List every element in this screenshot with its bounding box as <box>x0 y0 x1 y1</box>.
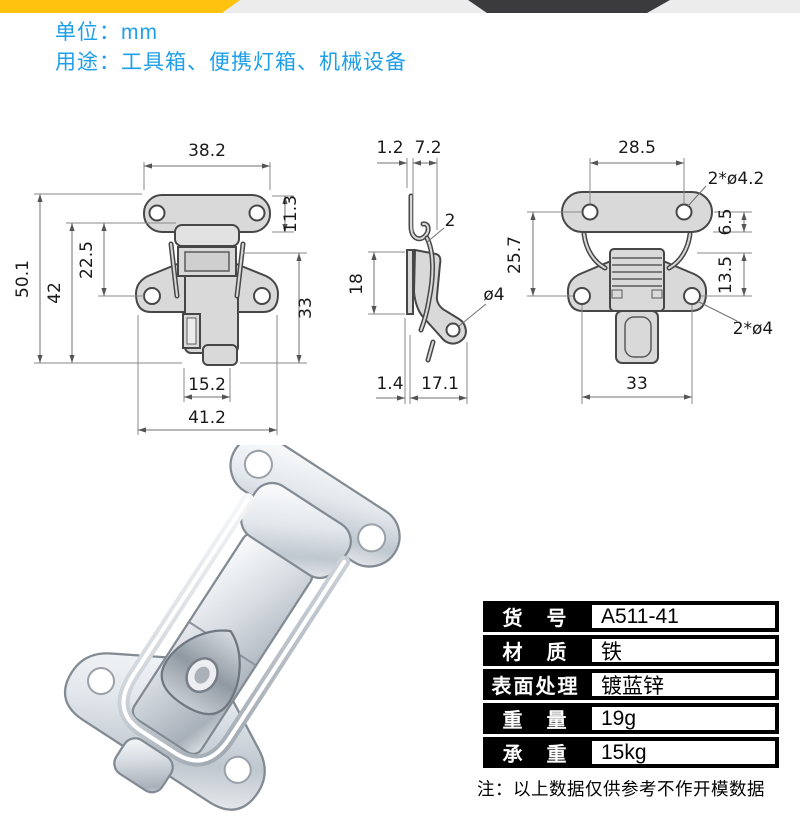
unit-line: 单位：mm <box>55 21 158 44</box>
table-row: 表面处理 镀蓝锌 <box>483 669 779 700</box>
technical-drawings: 38.2 11.3 50.1 42 22.5 33 15.2 <box>13 138 773 435</box>
usage-line: 用途：工具箱、便携灯箱、机械设备 <box>55 51 407 74</box>
dim-side-plate-thickness: 1.2 <box>376 138 403 158</box>
back-view-drawing: 28.5 2*ø4.2 6.5 13.5 25.7 2*ø4 33 <box>505 138 773 404</box>
dim-side-lug-hole: ø4 <box>483 285 504 305</box>
dim-side-depth: 17.1 <box>421 374 459 394</box>
table-row: 材 质 铁 <box>483 635 779 666</box>
top-banner <box>0 0 800 13</box>
table-row: 重 量 19g <box>483 703 779 734</box>
dim-back-top-hole-spacing: 28.5 <box>618 138 656 158</box>
dim-front-base-width: 41.2 <box>188 408 226 428</box>
dim-side-wire-diameter: 2 <box>445 211 456 231</box>
spec-value: A511-41 <box>588 601 779 632</box>
product-photo <box>63 445 401 811</box>
header-text-block: 单位：mm 用途：工具箱、便携灯箱、机械设备 <box>55 18 407 78</box>
spec-value: 铁 <box>588 635 779 666</box>
dim-front-body-height: 42 <box>45 282 65 304</box>
disclaimer-note: 注：以上数据仅供参考不作开模数据 <box>477 779 765 799</box>
dim-front-total-height: 50.1 <box>13 260 33 298</box>
dim-front-top-width: 38.2 <box>188 141 226 161</box>
dim-back-base-holes: 2*ø4 <box>733 319 774 339</box>
spec-label: 重 量 <box>483 703 588 734</box>
dim-back-base-top-to-hole: 13.5 <box>716 256 736 294</box>
dim-back-base-hole-spacing: 33 <box>626 374 648 394</box>
dim-front-pivot-to-hole: 22.5 <box>77 241 97 279</box>
dim-back-hole-distance: 25.7 <box>505 236 525 274</box>
banner-dark-stripe <box>468 0 670 13</box>
dim-front-plate-height: 11.3 <box>281 195 301 233</box>
dim-front-base-height: 33 <box>296 297 316 319</box>
spec-label: 货 号 <box>483 601 588 632</box>
spec-label: 材 质 <box>483 635 588 666</box>
banner-yellow-stripe <box>0 0 240 13</box>
spec-label: 承 重 <box>483 737 588 768</box>
spec-value: 15kg <box>588 737 779 768</box>
front-view-drawing: 38.2 11.3 50.1 42 22.5 33 15.2 <box>13 141 316 435</box>
dim-side-hook-depth: 7.2 <box>414 138 441 158</box>
dim-back-top-holes: 2*ø4.2 <box>708 169 765 189</box>
side-view-drawing: 1.2 7.2 2 18 ø4 1.4 17.1 <box>347 138 505 404</box>
table-row: 承 重 15kg <box>483 737 779 768</box>
dim-side-plate-height: 18 <box>347 273 367 295</box>
dim-back-hole-to-edge: 6.5 <box>716 208 736 235</box>
spec-table: 货 号 A511-41 材 质 铁 表面处理 镀蓝锌 重 量 19g 承 重 1… <box>483 601 779 771</box>
spec-value: 19g <box>588 703 779 734</box>
dim-front-tongue-width: 15.2 <box>188 375 226 395</box>
spec-value: 镀蓝锌 <box>588 669 779 700</box>
dim-side-bottom-thickness: 1.4 <box>376 374 403 394</box>
table-row: 货 号 A511-41 <box>483 601 779 632</box>
spec-label: 表面处理 <box>483 669 588 700</box>
